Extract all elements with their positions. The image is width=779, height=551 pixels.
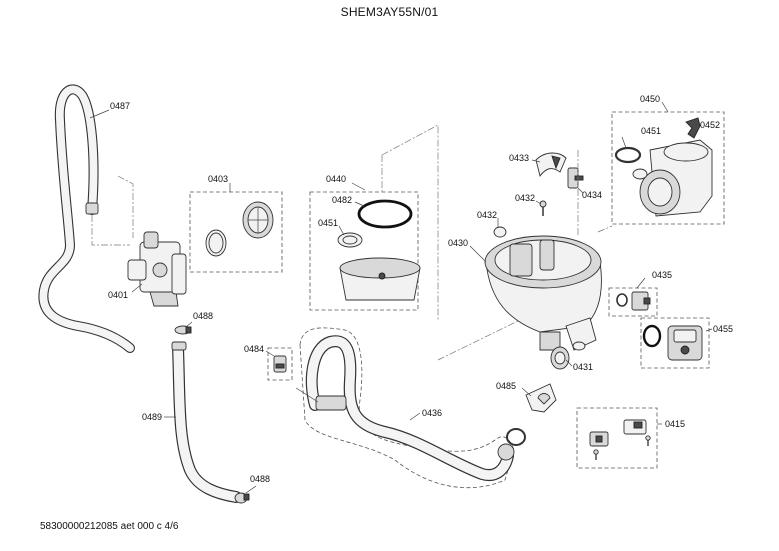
label-0401: 0401 (108, 290, 128, 300)
screw-0432[interactable] (539, 200, 547, 216)
group-0415[interactable] (576, 407, 658, 469)
label-0430: 0430 (448, 238, 468, 248)
label-0436: 0436 (422, 408, 442, 418)
label-0432-left: 0432 (477, 210, 497, 220)
label-0403: 0403 (208, 174, 228, 184)
hose-clamp-0488-upper[interactable] (174, 325, 192, 335)
group-0440[interactable] (309, 191, 421, 311)
label-0482: 0482 (332, 195, 352, 205)
group-0450[interactable] (611, 111, 725, 225)
label-0451-heater: 0451 (641, 126, 661, 136)
sump-0430[interactable] (484, 226, 602, 351)
diagram-title: SHEM3AY55N/01 (340, 5, 439, 19)
drain-pump-0401[interactable] (127, 231, 187, 307)
label-0431: 0431 (573, 362, 593, 372)
label-0432-upper: 0432 (515, 193, 535, 203)
label-0450: 0450 (640, 94, 660, 104)
group-0403[interactable] (189, 191, 283, 273)
label-0455: 0455 (713, 324, 733, 334)
label-0489: 0489 (142, 412, 162, 422)
clip-0485[interactable] (525, 383, 557, 413)
group-0455[interactable] (640, 317, 710, 369)
fitting-0431[interactable] (550, 341, 586, 370)
drain-hose-0487[interactable] (38, 84, 135, 353)
hose-clamp-0488-lower[interactable] (234, 492, 250, 504)
corrugated-hose-0489[interactable] (171, 341, 242, 503)
label-0415: 0415 (665, 419, 685, 429)
document-footer: 58300000212085 aet 000 c 4/6 (40, 521, 179, 532)
label-0440: 0440 (326, 174, 346, 184)
clip-0484[interactable] (267, 347, 293, 381)
label-0433: 0433 (509, 153, 529, 163)
label-0487: 0487 (110, 101, 130, 111)
label-0434: 0434 (582, 190, 602, 200)
label-0484: 0484 (244, 344, 264, 354)
label-0452: 0452 (700, 120, 720, 130)
seal-ring-0436[interactable] (506, 428, 526, 446)
bracket-0433[interactable] (535, 152, 567, 178)
label-0451-filter: 0451 (318, 218, 338, 228)
circulation-hose-0436[interactable] (299, 327, 515, 489)
holder-0434[interactable] (567, 167, 584, 189)
label-0485: 0485 (496, 381, 516, 391)
label-0488-upper: 0488 (193, 311, 213, 321)
label-0488-lower: 0488 (250, 474, 270, 484)
label-0435: 0435 (652, 270, 672, 280)
group-0435[interactable] (608, 287, 658, 317)
